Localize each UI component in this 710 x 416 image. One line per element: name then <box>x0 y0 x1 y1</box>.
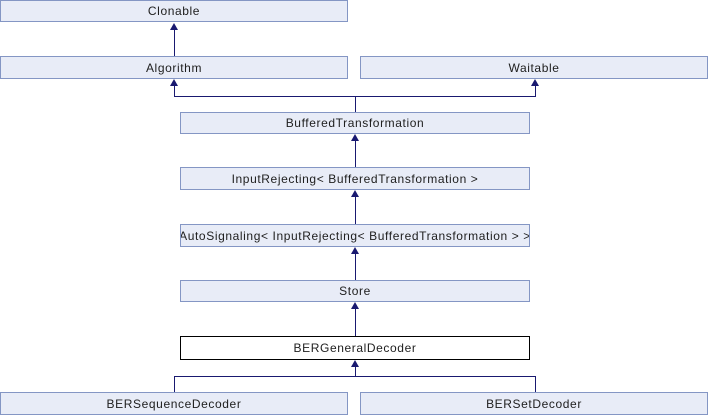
class-label: Waitable <box>508 60 560 75</box>
edge-algorithm-clonable <box>174 30 175 56</box>
edge-ir-bt <box>355 141 356 167</box>
class-label: Algorithm <box>145 60 203 75</box>
inheritance-arrowhead-icon <box>351 190 359 197</box>
inheritance-arrowhead-icon <box>351 302 359 309</box>
class-node-input-rejecting[interactable]: InputRejecting< BufferedTransformation > <box>180 167 530 190</box>
class-label: BufferedTransformation <box>285 116 425 130</box>
edge-bset-bgd <box>535 376 536 392</box>
edge-as-ir <box>355 197 356 224</box>
class-node-waitable[interactable]: Waitable <box>360 56 708 79</box>
class-label: BERGeneralDecoder <box>293 341 417 355</box>
inheritance-arrowhead-icon <box>170 79 178 86</box>
class-label: AutoSignaling< InputRejecting< BufferedT… <box>180 228 530 243</box>
class-node-ber-set-decoder[interactable]: BERSetDecoder <box>360 392 708 415</box>
class-node-ber-sequence-decoder[interactable]: BERSequenceDecoder <box>0 392 348 415</box>
edge-bt-waitable <box>535 86 536 96</box>
class-label: Store <box>339 284 371 298</box>
inheritance-arrowhead-icon <box>170 23 178 30</box>
class-node-store[interactable]: Store <box>180 280 530 302</box>
class-label: BERSequenceDecoder <box>106 396 242 411</box>
inheritance-arrowhead-icon <box>351 247 359 254</box>
edge-bseq-bgd <box>174 376 175 392</box>
class-label: Clonable <box>147 4 201 18</box>
class-label: BERSetDecoder <box>486 396 582 411</box>
class-node-clonable[interactable]: Clonable <box>0 0 348 22</box>
class-node-auto-signaling[interactable]: AutoSignaling< InputRejecting< BufferedT… <box>180 224 530 247</box>
inheritance-arrowhead-icon <box>351 134 359 141</box>
inheritance-arrowhead-icon <box>531 79 539 86</box>
edge-children-stem <box>355 367 356 376</box>
edge-bt-stem <box>355 96 356 112</box>
edge-children-branch <box>174 376 536 377</box>
edge-bgd-store <box>355 309 356 336</box>
class-node-ber-general-decoder: BERGeneralDecoder <box>180 336 530 360</box>
class-node-algorithm[interactable]: Algorithm <box>0 56 348 79</box>
edge-store-as <box>355 254 356 280</box>
inheritance-arrowhead-icon <box>351 360 359 367</box>
edge-bt-algorithm <box>174 86 175 96</box>
class-label: InputRejecting< BufferedTransformation > <box>231 171 479 186</box>
class-node-buffered-transformation[interactable]: BufferedTransformation <box>180 112 530 134</box>
